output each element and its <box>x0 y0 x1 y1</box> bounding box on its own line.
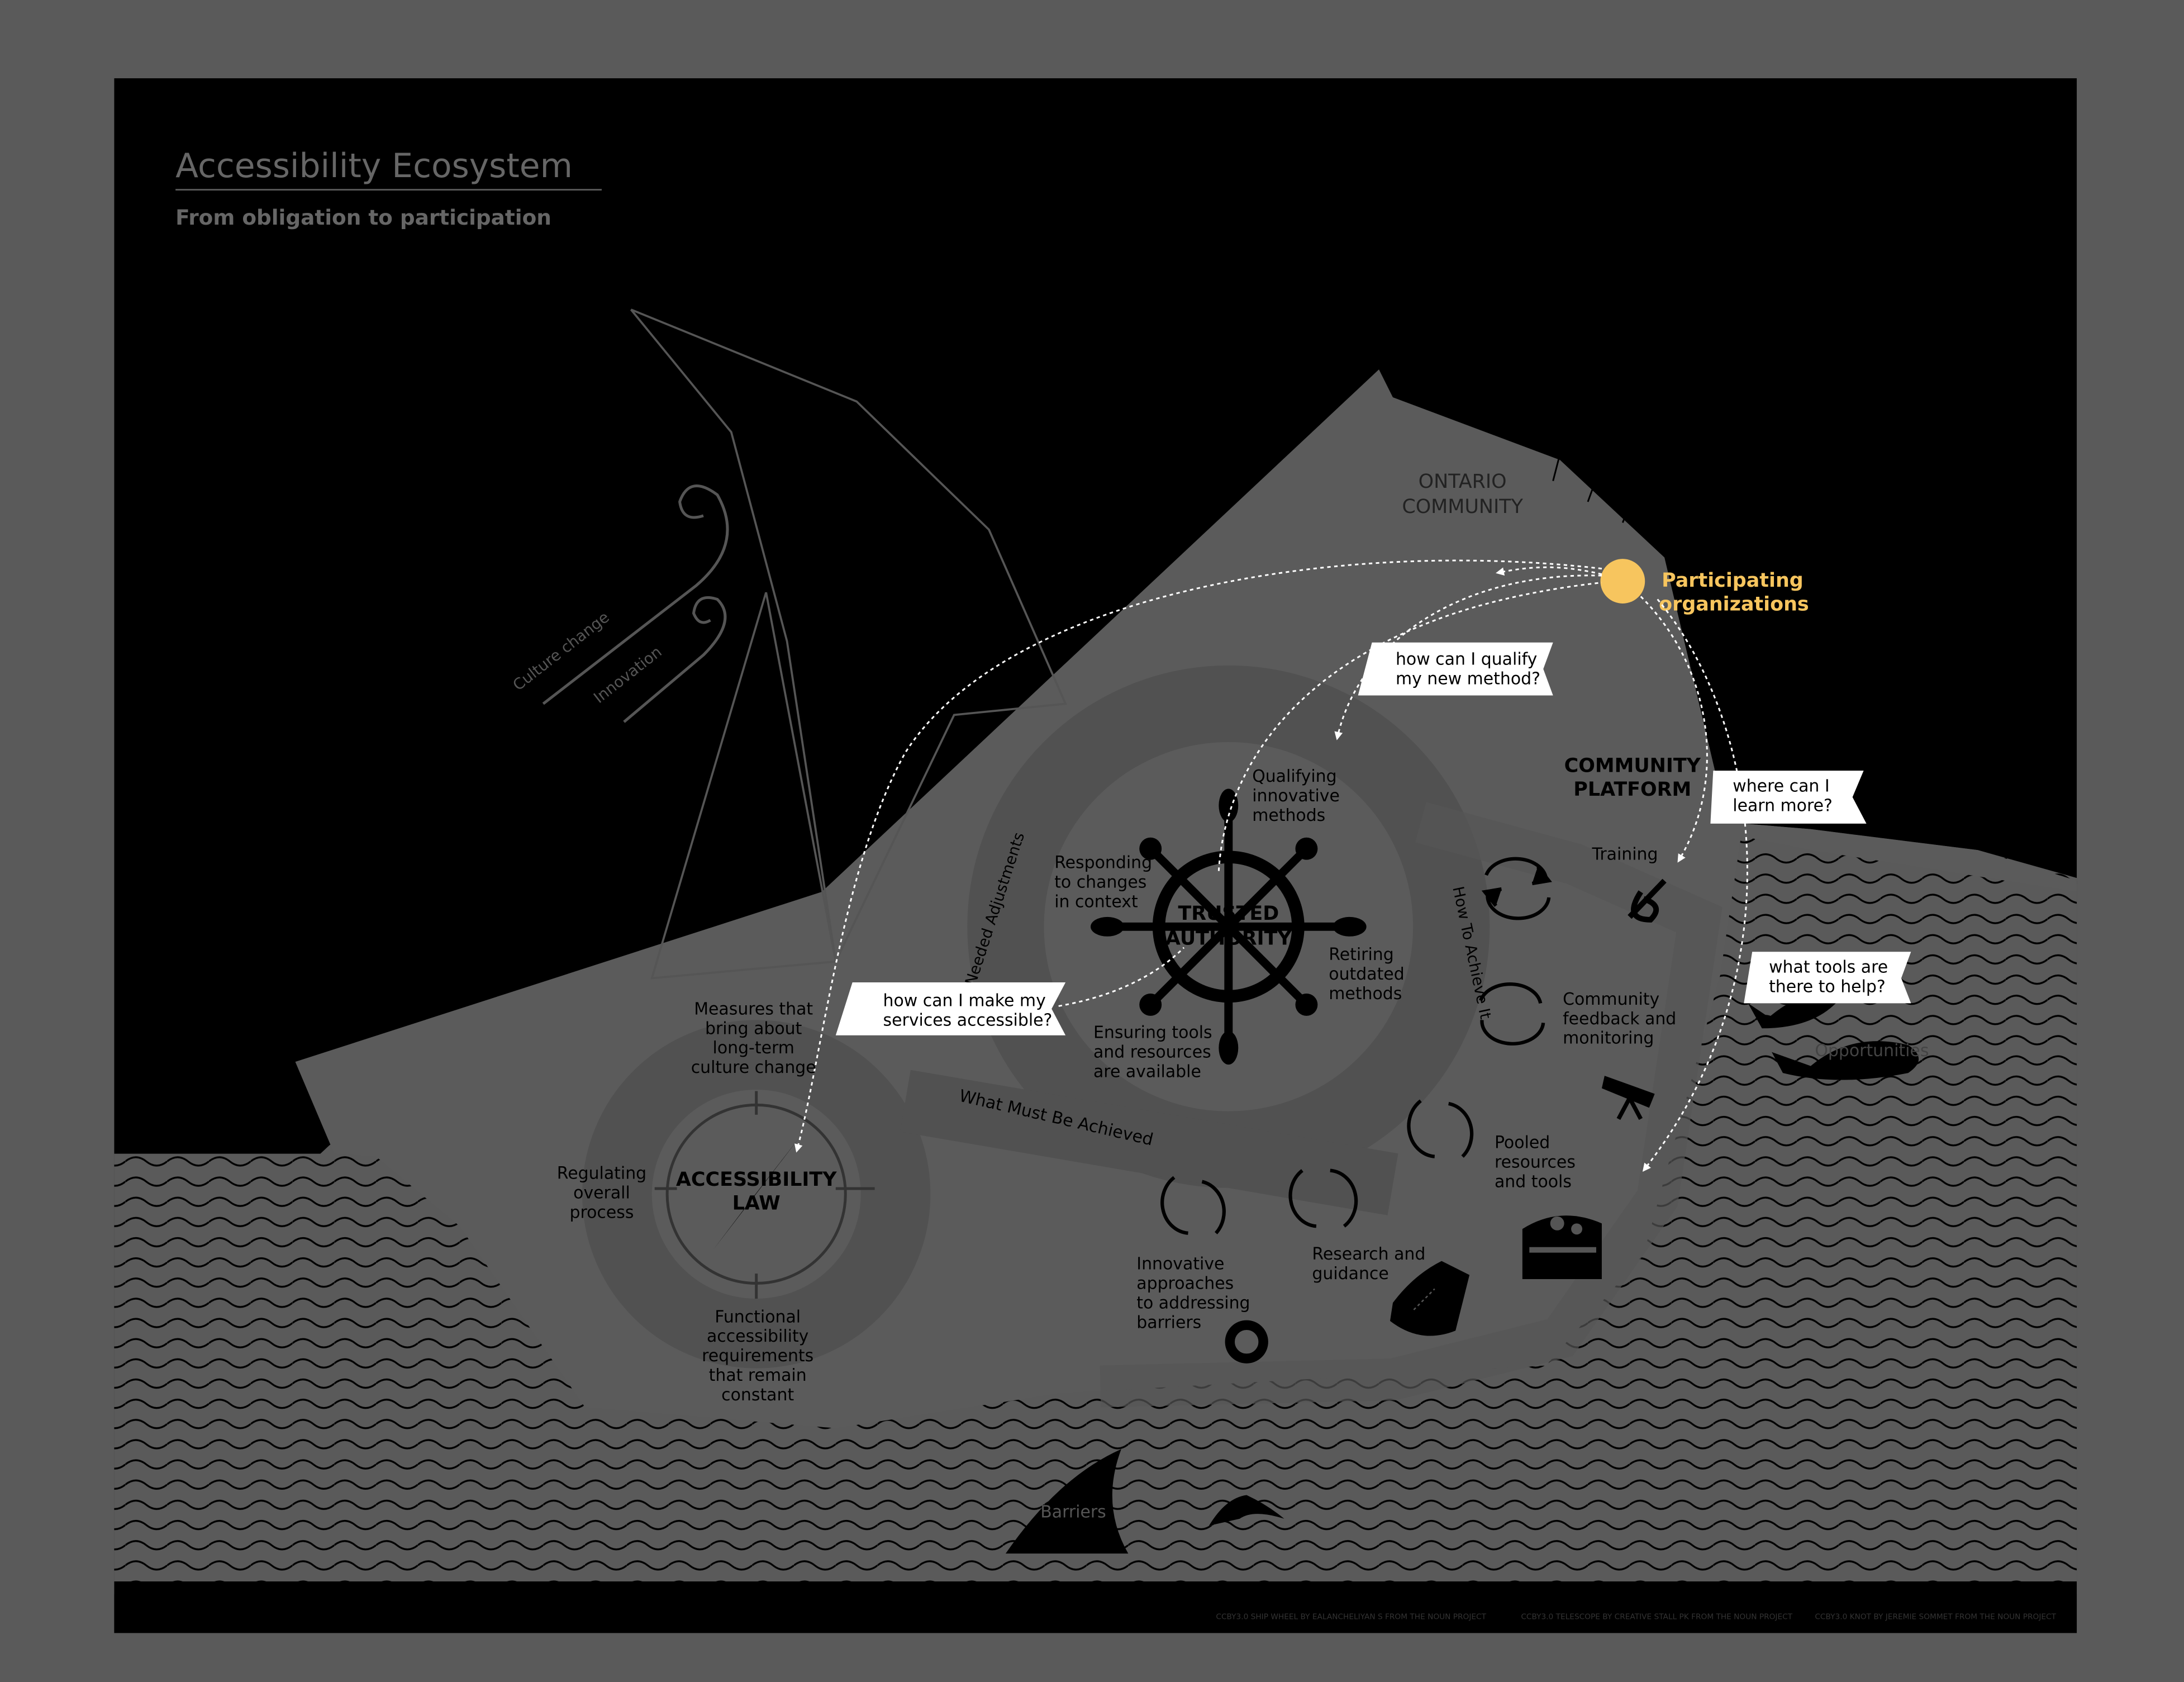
telescope-icon <box>1601 1076 1655 1120</box>
barriers-label: Barriers <box>1040 1502 1106 1522</box>
ship-sails <box>630 308 1067 980</box>
training-label: Training <box>1591 845 1658 864</box>
cycle-arrows-icon <box>1160 1176 1226 1235</box>
credit-telescope: CCBY3.0 TELESCOPE BY CREATIVE STALL PK F… <box>1521 1612 1792 1621</box>
opportunities-label: Opportunities <box>1815 1041 1929 1061</box>
participating-organizations-marker[interactable] <box>1600 559 1645 604</box>
whale-icon <box>1748 995 1836 1029</box>
map-icon <box>1390 1261 1470 1336</box>
cycle-arrows-icon <box>1407 1099 1474 1158</box>
credit-knot: CCBY3.0 KNOT BY JEREMIE SOMMET FROM THE … <box>1815 1612 2056 1621</box>
cycle-arrows-icon <box>1479 982 1545 1046</box>
life-ring-icon <box>1225 1320 1268 1363</box>
shark-fin-icon <box>1208 1495 1284 1526</box>
ship-wheel-icon <box>1091 788 1367 1065</box>
grass <box>1552 443 1634 523</box>
subtitle: From obligation to participation <box>175 205 551 230</box>
cycle-icons <box>1160 857 1552 1235</box>
opportunities-whale-icon <box>1772 1041 1919 1080</box>
community-platform-track <box>1100 802 1723 1408</box>
knot-icon <box>1628 878 1667 923</box>
credit-ship-wheel: CCBY3.0 SHIP WHEEL BY EALANCHELIYAN S FR… <box>1216 1612 1486 1621</box>
compass-icon <box>654 1091 875 1299</box>
cycle-arrows-icon <box>1288 1168 1358 1228</box>
what-must-be-achieved-track <box>900 1070 1398 1215</box>
footer-bar <box>114 1594 2077 1633</box>
title: Accessibility Ecosystem <box>175 146 573 186</box>
cycle-arrows-icon <box>1481 857 1552 920</box>
shark-fin-icon <box>1005 1449 1129 1554</box>
ontario-land <box>295 369 2077 1428</box>
treasure-chest-icon <box>1522 1215 1602 1280</box>
accessibility-law-ring <box>582 1020 931 1369</box>
wind-lines <box>542 484 729 723</box>
journey-paths <box>794 559 1748 1172</box>
